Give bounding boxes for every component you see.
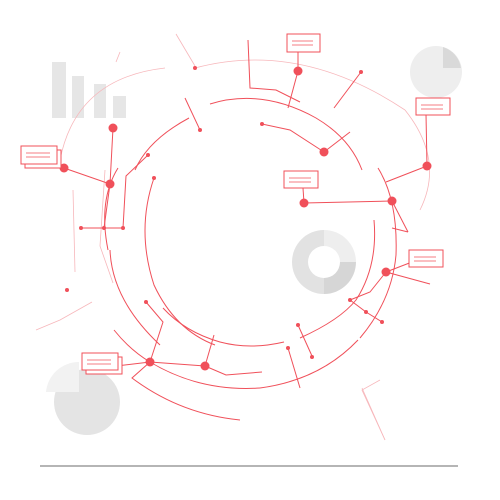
circuit-node-small bbox=[296, 323, 300, 327]
circuit-node-small bbox=[380, 320, 384, 324]
note-card-icon bbox=[286, 33, 321, 53]
circuit-node bbox=[387, 196, 397, 206]
circuit-node-small bbox=[193, 66, 197, 70]
circuit-node bbox=[105, 179, 115, 189]
circuit-node bbox=[319, 147, 329, 157]
note-card-icon bbox=[415, 97, 451, 116]
circuit-node bbox=[108, 123, 118, 133]
circuit-node-small bbox=[65, 288, 69, 292]
circuit-node-small bbox=[198, 128, 202, 132]
note-card-icon bbox=[283, 170, 319, 189]
pie-chart-icon bbox=[46, 361, 120, 435]
circuit-node-small bbox=[79, 226, 83, 230]
circuit-node-small bbox=[359, 70, 363, 74]
circuit-node bbox=[422, 161, 432, 171]
donut-chart-icon bbox=[292, 230, 356, 294]
circuit-node-small bbox=[146, 153, 150, 157]
bar-chart-bar bbox=[94, 84, 106, 118]
circuit-node-small bbox=[260, 122, 264, 126]
circuit-node bbox=[293, 66, 303, 76]
bar-chart-bar bbox=[72, 76, 84, 118]
circuit-node bbox=[200, 361, 210, 371]
bar-chart-icon bbox=[52, 62, 126, 118]
circuit-node-small bbox=[152, 176, 156, 180]
circuit-node bbox=[299, 198, 309, 208]
circuit-node-small bbox=[364, 310, 368, 314]
pie-chart-icon bbox=[410, 46, 462, 98]
pie-chart-body bbox=[410, 46, 462, 98]
note-card-icon bbox=[81, 352, 123, 375]
circuit-node bbox=[59, 163, 69, 173]
decor-lines bbox=[35, 33, 430, 441]
donut-chart-segment bbox=[324, 230, 356, 262]
bar-chart-bar bbox=[113, 96, 126, 118]
pie-chart-slice bbox=[46, 361, 79, 392]
pie-chart-slice bbox=[443, 47, 461, 68]
circuit-node bbox=[145, 357, 155, 367]
bar-chart-bar bbox=[52, 62, 66, 118]
circuit-node-small bbox=[121, 226, 125, 230]
note-card-icon bbox=[20, 145, 62, 169]
circuit-node-small bbox=[286, 346, 290, 350]
note-card-icon bbox=[408, 249, 444, 268]
circuit-node bbox=[381, 267, 391, 277]
donut-chart-segment bbox=[292, 230, 324, 294]
circuit-nodes bbox=[59, 66, 432, 371]
donut-chart-segment bbox=[324, 262, 356, 294]
circuit-lines bbox=[63, 39, 431, 421]
circuit-node-small bbox=[348, 298, 352, 302]
circuit-node-small bbox=[144, 300, 148, 304]
circuit-node-small bbox=[102, 226, 106, 230]
circuit-node-small bbox=[310, 355, 314, 359]
